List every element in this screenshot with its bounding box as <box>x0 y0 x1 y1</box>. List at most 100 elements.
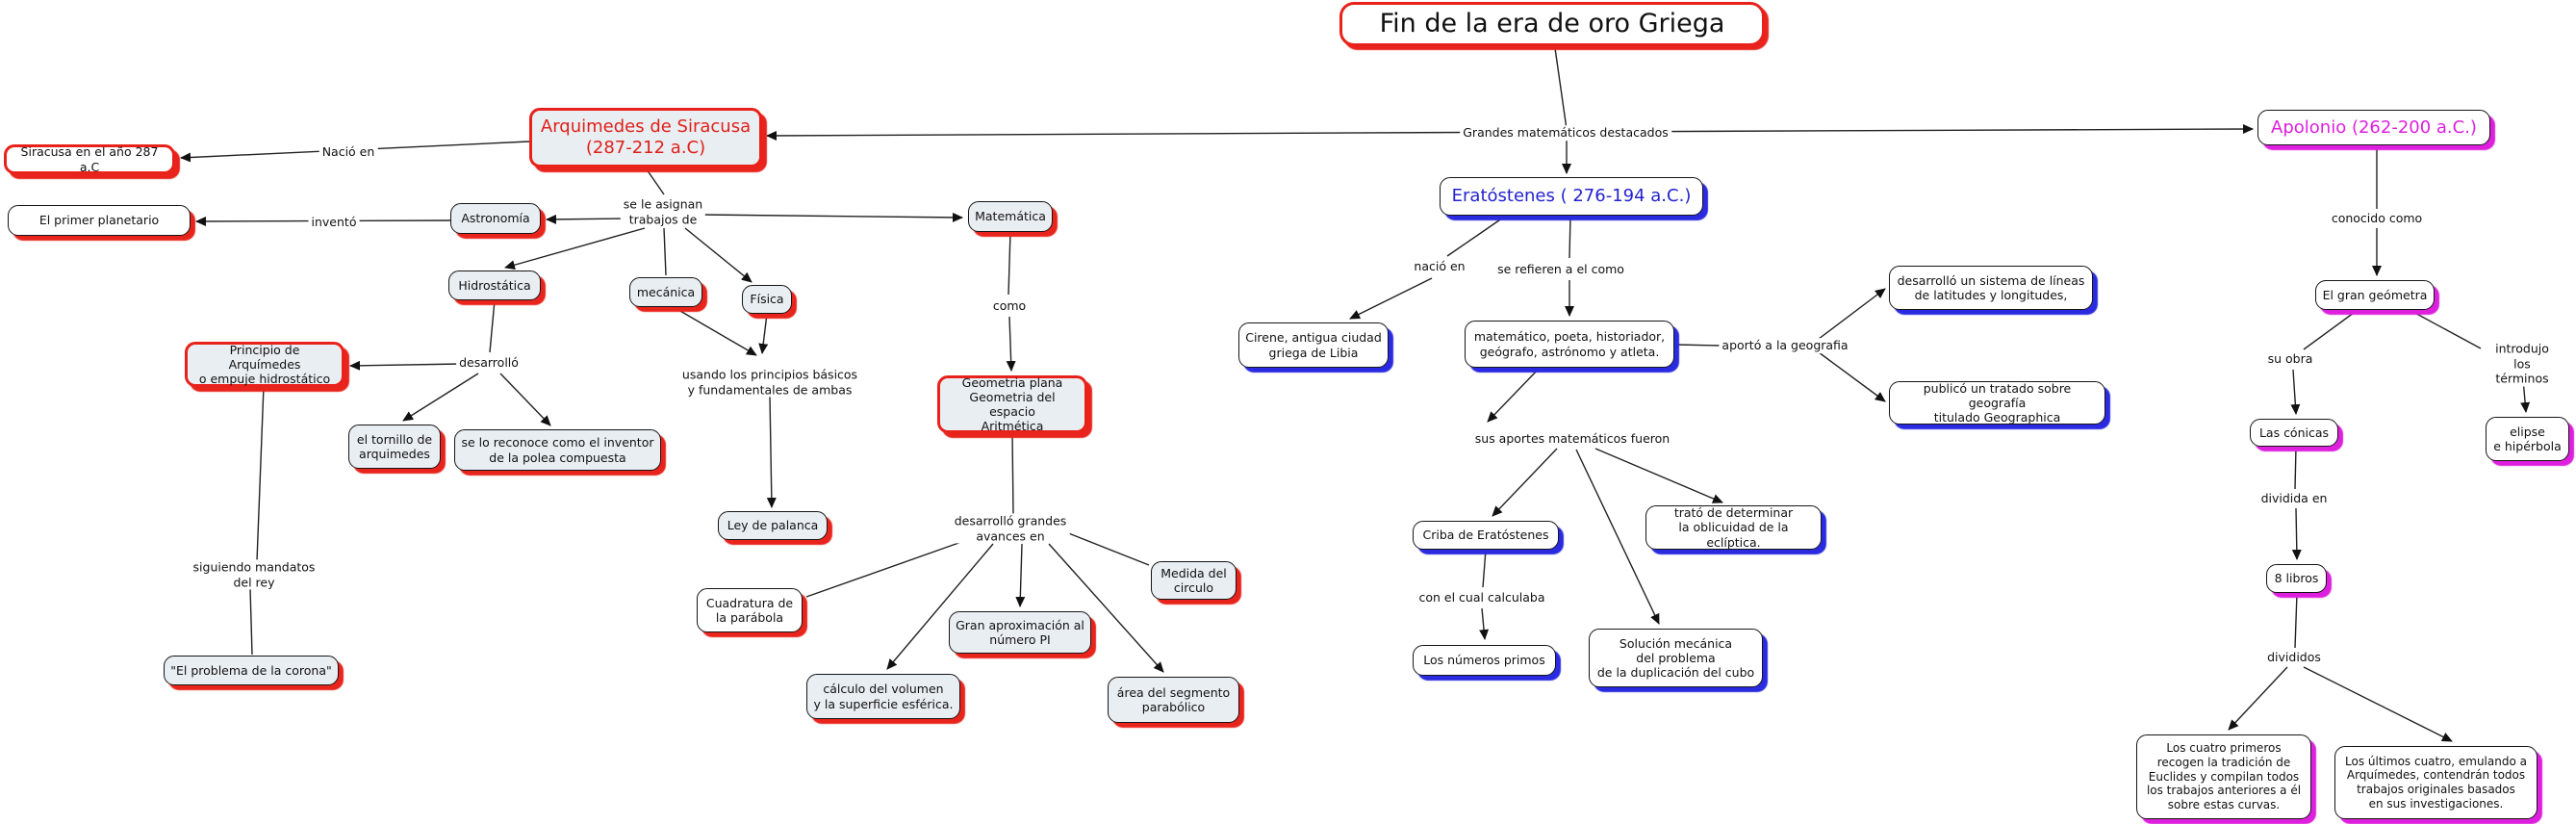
connector <box>402 373 479 422</box>
connector <box>504 227 646 270</box>
node-cuatro-primeros[interactable]: Los cuatro primeros recogen la tradición… <box>2136 734 2311 819</box>
connector <box>1007 231 1011 296</box>
link-label-como[interactable]: como <box>989 298 1030 314</box>
node-corona[interactable]: "El problema de la corona" <box>164 656 339 685</box>
connector <box>1594 448 1723 503</box>
connector <box>1818 351 1886 402</box>
node-geometria[interactable]: Geometria plana Geometria del espacio Ar… <box>937 375 1087 433</box>
node-gran-aproximacion[interactable]: Gran aproximación al número PI <box>949 611 1091 654</box>
link-label-grandes-matematicos[interactable]: Grandes matemáticos destacados <box>1460 125 1671 141</box>
node-planetario[interactable]: El primer planetario <box>8 205 191 236</box>
connector <box>1554 47 1568 130</box>
connector <box>1487 367 1541 423</box>
node-eratostenes[interactable]: Eratóstenes ( 276-194 a.C.) <box>1440 177 1703 216</box>
connector <box>2409 309 2482 349</box>
node-arquimedes[interactable]: Arquimedes de Siracusa (287-212 a.C) <box>529 108 762 167</box>
connector <box>663 227 667 276</box>
connector <box>1006 316 1016 372</box>
node-ultimos-cuatro[interactable]: Los últimos cuatro, emulando a Arquímede… <box>2334 746 2538 819</box>
node-apolonio[interactable]: Apolonio (262-200 a.C.) <box>2257 110 2490 145</box>
connector <box>758 313 769 354</box>
node-oblicuidad[interactable]: trató de determinar la oblicuidad de la … <box>1645 505 1822 550</box>
node-tornillo[interactable]: el tornillo de arquimedes <box>348 425 441 469</box>
node-area-segmento[interactable]: área del segmento parabólico <box>1108 677 1239 723</box>
connector <box>700 212 963 222</box>
node-matematico-poeta[interactable]: matemático, poeta, historiador, geógrafo… <box>1465 321 1674 368</box>
node-cuadratura[interactable]: Cuadratura de la parábola <box>697 588 803 632</box>
connector <box>766 130 1568 141</box>
node-astronomia[interactable]: Astronomía <box>450 203 541 234</box>
connector <box>249 587 253 656</box>
link-label-invento[interactable]: inventó <box>308 215 360 230</box>
connector <box>499 373 551 426</box>
link-label-divididos[interactable]: divididos <box>2264 650 2324 665</box>
link-label-aporto[interactable]: aportó a la geografia <box>1719 338 1851 353</box>
node-ocho-libros[interactable]: 8 libros <box>2266 564 2327 593</box>
connector <box>1011 432 1014 515</box>
node-las-conicas[interactable]: Las cónicas <box>2250 419 2338 447</box>
link-label-se-asignan[interactable]: se le asignan trabajos de <box>620 196 706 227</box>
connector <box>2303 666 2453 742</box>
connector <box>489 299 496 353</box>
connector <box>2303 309 2359 350</box>
connector <box>684 227 752 283</box>
link-label-siguiendo[interactable]: siguiendo mandatos del rey <box>190 559 319 590</box>
connector <box>1569 215 1571 259</box>
connector <box>2294 446 2297 490</box>
connector <box>646 168 665 195</box>
connector <box>1446 215 1507 257</box>
link-label-calculaba[interactable]: con el cual calculaba <box>1416 590 1548 605</box>
node-tratado[interactable]: publicó un tratado sobre geografía titul… <box>1889 381 2105 425</box>
node-siracusa[interactable]: Siracusa en el año 287 a.C <box>4 144 175 174</box>
link-label-conocido[interactable]: conocido como <box>2328 211 2426 226</box>
node-cirene[interactable]: Cirene, antigua ciudad griega de Libia <box>1238 322 1389 368</box>
connector <box>349 360 463 371</box>
node-calculo-volumen[interactable]: cálculo del volumen y la superficie esfé… <box>806 674 960 719</box>
connector <box>2294 592 2298 649</box>
node-solucion[interactable]: Solución mecánica del problema de la dup… <box>1589 629 1763 687</box>
link-label-se-refieren[interactable]: se refieren a el como <box>1494 262 1627 277</box>
connector <box>1575 449 1660 625</box>
link-label-desarrollo-grandes[interactable]: desarrolló grandes avances en <box>951 513 1070 544</box>
connector <box>256 385 265 562</box>
connector <box>1479 607 1490 640</box>
connector <box>1818 288 1886 340</box>
link-label-nacio-en[interactable]: Nació en <box>319 144 378 160</box>
link-label-introdujo[interactable]: introdujo los términos <box>2492 341 2552 387</box>
connector <box>766 395 777 508</box>
connector <box>886 543 994 670</box>
node-principio[interactable]: Principio de Arquímedes o empuje hidrost… <box>185 342 344 387</box>
connector <box>805 540 965 598</box>
node-numeros-primos[interactable]: Los números primos <box>1413 645 1556 676</box>
node-criba[interactable]: Criba de Eratóstenes <box>1413 521 1559 550</box>
connector <box>2291 507 2302 560</box>
connector <box>673 306 757 356</box>
node-title[interactable]: Fin de la era de oro Griega <box>1339 2 1765 46</box>
connector <box>1065 531 1150 566</box>
link-label-nacio-en2[interactable]: nació en <box>1411 259 1468 274</box>
node-elipse[interactable]: elipse e hipérbola <box>2486 417 2569 461</box>
connector <box>1673 344 1722 347</box>
node-gran-geometra[interactable]: El gran geómetra <box>2315 280 2435 310</box>
connector <box>1482 549 1487 588</box>
link-label-su-obra[interactable]: su obra <box>2264 351 2316 367</box>
node-hidrostatica[interactable]: Hidrostática <box>448 270 541 300</box>
node-sistema-lineas[interactable]: desarrolló un sistema de líneas de latit… <box>1889 266 2093 310</box>
node-polea[interactable]: se lo reconoce como el inventor de la po… <box>454 429 661 471</box>
connector <box>1015 543 1026 607</box>
node-ley-palanca[interactable]: Ley de palanca <box>718 511 828 540</box>
connector <box>1349 277 1433 320</box>
node-matematica[interactable]: Matemática <box>968 201 1053 232</box>
node-medida[interactable]: Medida del circulo <box>1151 561 1237 600</box>
connector <box>2228 666 2288 731</box>
connector <box>1048 543 1164 673</box>
node-fisica[interactable]: Física <box>742 285 792 314</box>
link-label-sus-aportes[interactable]: sus aportes matemáticos fueron <box>1471 431 1673 447</box>
link-label-desarrollo[interactable]: desarrolló <box>456 355 522 371</box>
link-label-dividida[interactable]: dividida en <box>2257 491 2331 506</box>
node-mecanica[interactable]: mecánica <box>629 277 702 307</box>
connector <box>1566 124 2254 135</box>
link-label-usando[interactable]: usando los principios básicos y fundamen… <box>678 367 861 398</box>
